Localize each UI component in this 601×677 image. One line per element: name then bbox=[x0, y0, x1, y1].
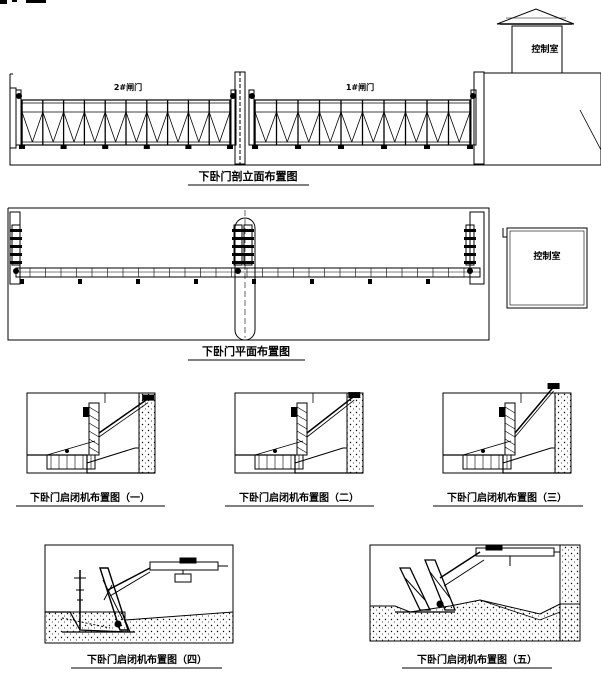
elevation-view bbox=[9, 8, 601, 166]
gate-2-label: 2#闸门 bbox=[114, 82, 142, 92]
control-room-plan bbox=[502, 227, 588, 309]
control-room-tower bbox=[483, 8, 601, 166]
plan-view bbox=[7, 207, 588, 341]
hoist-view-1 bbox=[26, 392, 156, 474]
hoist-5-caption: 下卧门启闭机布置图（五） bbox=[417, 653, 537, 666]
hoist-view-4 bbox=[44, 544, 234, 644]
hoist-3-caption: 下卧门启闭机布置图（三） bbox=[447, 491, 567, 504]
gate-1-label: 1#闸门 bbox=[346, 82, 374, 92]
plan-hoist-units bbox=[10, 224, 476, 284]
hoist-view-5 bbox=[369, 544, 581, 642]
hoist-2-caption: 下卧门启闭机布置图（二） bbox=[239, 491, 359, 504]
plan-caption: 下卧门平面布置图 bbox=[202, 344, 290, 358]
elevation-caption: 下卧门剖立面布置图 bbox=[199, 169, 298, 183]
hoist-1-caption: 下卧门启闭机布置图（一） bbox=[30, 491, 150, 504]
hoist-view-3 bbox=[442, 383, 572, 474]
hoist-view-2 bbox=[234, 392, 364, 474]
control-room-label-elevation: 控制室 bbox=[531, 43, 558, 55]
control-room-label-plan: 控制室 bbox=[533, 250, 560, 262]
gate-2-truss bbox=[15, 89, 237, 149]
clipped-corner-fragment bbox=[0, 0, 46, 4]
hoist-4-caption: 下卧门启闭机布置图（四） bbox=[87, 653, 207, 666]
gate-1-truss bbox=[248, 89, 477, 149]
